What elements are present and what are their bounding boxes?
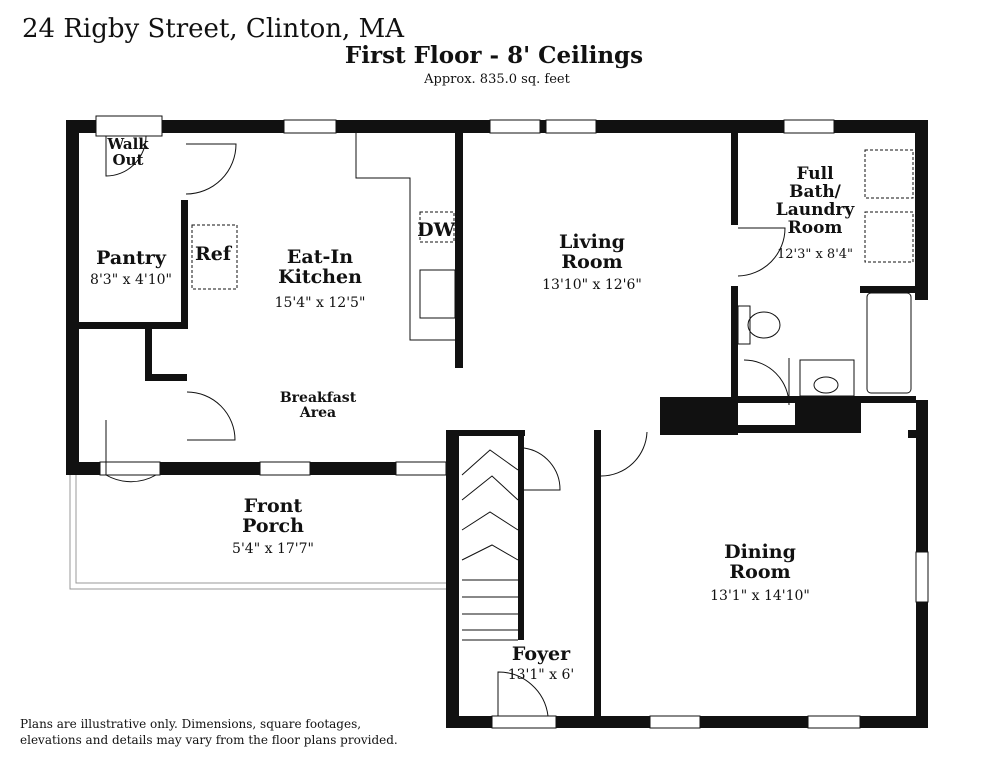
toilet-tank [737, 305, 751, 345]
dining-room-label: Dining Room [724, 541, 796, 583]
pantry-dims: 8'3" x 4'10" [90, 272, 172, 288]
window-8 [915, 551, 929, 603]
porch-dims: 5'4" x 17'7" [232, 541, 314, 557]
wall-stair-right [518, 430, 524, 640]
property-address: 24 Rigby Street, Clinton, MA [22, 14, 404, 44]
breakfast-label: Breakfast Area [279, 390, 357, 421]
wall-jog [145, 329, 152, 381]
kitchen-dims: 15'4" x 12'5" [274, 295, 366, 311]
pantry-label: Pantry [96, 247, 166, 269]
living-room-label: Living Room [559, 231, 625, 273]
bath-dims: 12'3" x 8'4" [776, 247, 854, 262]
door-opening-foyer [491, 715, 557, 729]
porch-outline [69, 475, 446, 590]
floor-title-text: First Floor - 8' Ceilings [344, 42, 644, 69]
wall-bath-left-upper [731, 133, 738, 225]
window-6 [259, 461, 311, 476]
ref-label: Ref [194, 243, 232, 265]
dining-room-dims: 13'1" x 14'10" [710, 588, 810, 604]
wall-jog-bottom [145, 374, 187, 381]
kitchen-label: Eat-In Kitchen [278, 246, 362, 288]
wall-dining-left [594, 430, 601, 720]
kitchen-fixtures [191, 133, 456, 341]
counter [355, 133, 455, 341]
vanity [799, 359, 855, 397]
washer [864, 149, 914, 199]
sink [419, 269, 456, 319]
walk-out-name: Walk Out [107, 135, 149, 169]
wall-tub-top [860, 286, 916, 293]
wall-bath-inner [738, 396, 916, 403]
wall-pantry-bottom [79, 322, 186, 329]
door-opening-porch [99, 461, 161, 476]
bath-label: Full Bath/ Laundry Room [775, 164, 855, 238]
window-5 [783, 119, 835, 134]
dryer [864, 211, 914, 263]
living-room-dims: 13'10" x 12'6" [542, 277, 642, 293]
window-9 [649, 715, 701, 729]
square-footage: Approx. 835.0 sq. feet [424, 72, 570, 87]
window-1 [95, 115, 163, 137]
window-2 [283, 119, 337, 134]
chimney-block [660, 397, 738, 435]
wall-bath-left-lower [731, 286, 738, 432]
disclaimer: Plans are illustrative only. Dimensions,… [20, 717, 398, 747]
foyer-label: Foyer [511, 643, 571, 665]
bath-sink [813, 376, 839, 394]
walls [66, 120, 928, 728]
wall-stair-top [459, 430, 525, 436]
walk-out-label: Walk Out [107, 135, 149, 169]
dw-label: DW [417, 219, 455, 241]
dishwasher-box [419, 211, 455, 243]
bath-fixtures [737, 149, 914, 397]
wall-pantry-right [181, 200, 188, 329]
fridge-box [191, 224, 238, 290]
bathtub [866, 292, 912, 394]
stairs [461, 449, 519, 641]
foyer-dims: 13'1" x 6' [507, 667, 575, 683]
wall-left [66, 120, 79, 475]
wall-stub [908, 430, 916, 438]
wall-foyer-left [446, 430, 459, 728]
floor-title: First Floor - 8' Ceilings [0, 42, 994, 69]
doors [105, 135, 790, 717]
wall-kitchen-living [455, 133, 463, 368]
toilet-bowl [747, 311, 781, 339]
window-4 [545, 119, 597, 134]
porch-label: Front Porch [242, 495, 304, 537]
window-3 [489, 119, 541, 134]
window-10 [807, 715, 861, 729]
wall-right-upper [915, 120, 928, 300]
window-7 [395, 461, 447, 476]
windows [95, 115, 929, 729]
